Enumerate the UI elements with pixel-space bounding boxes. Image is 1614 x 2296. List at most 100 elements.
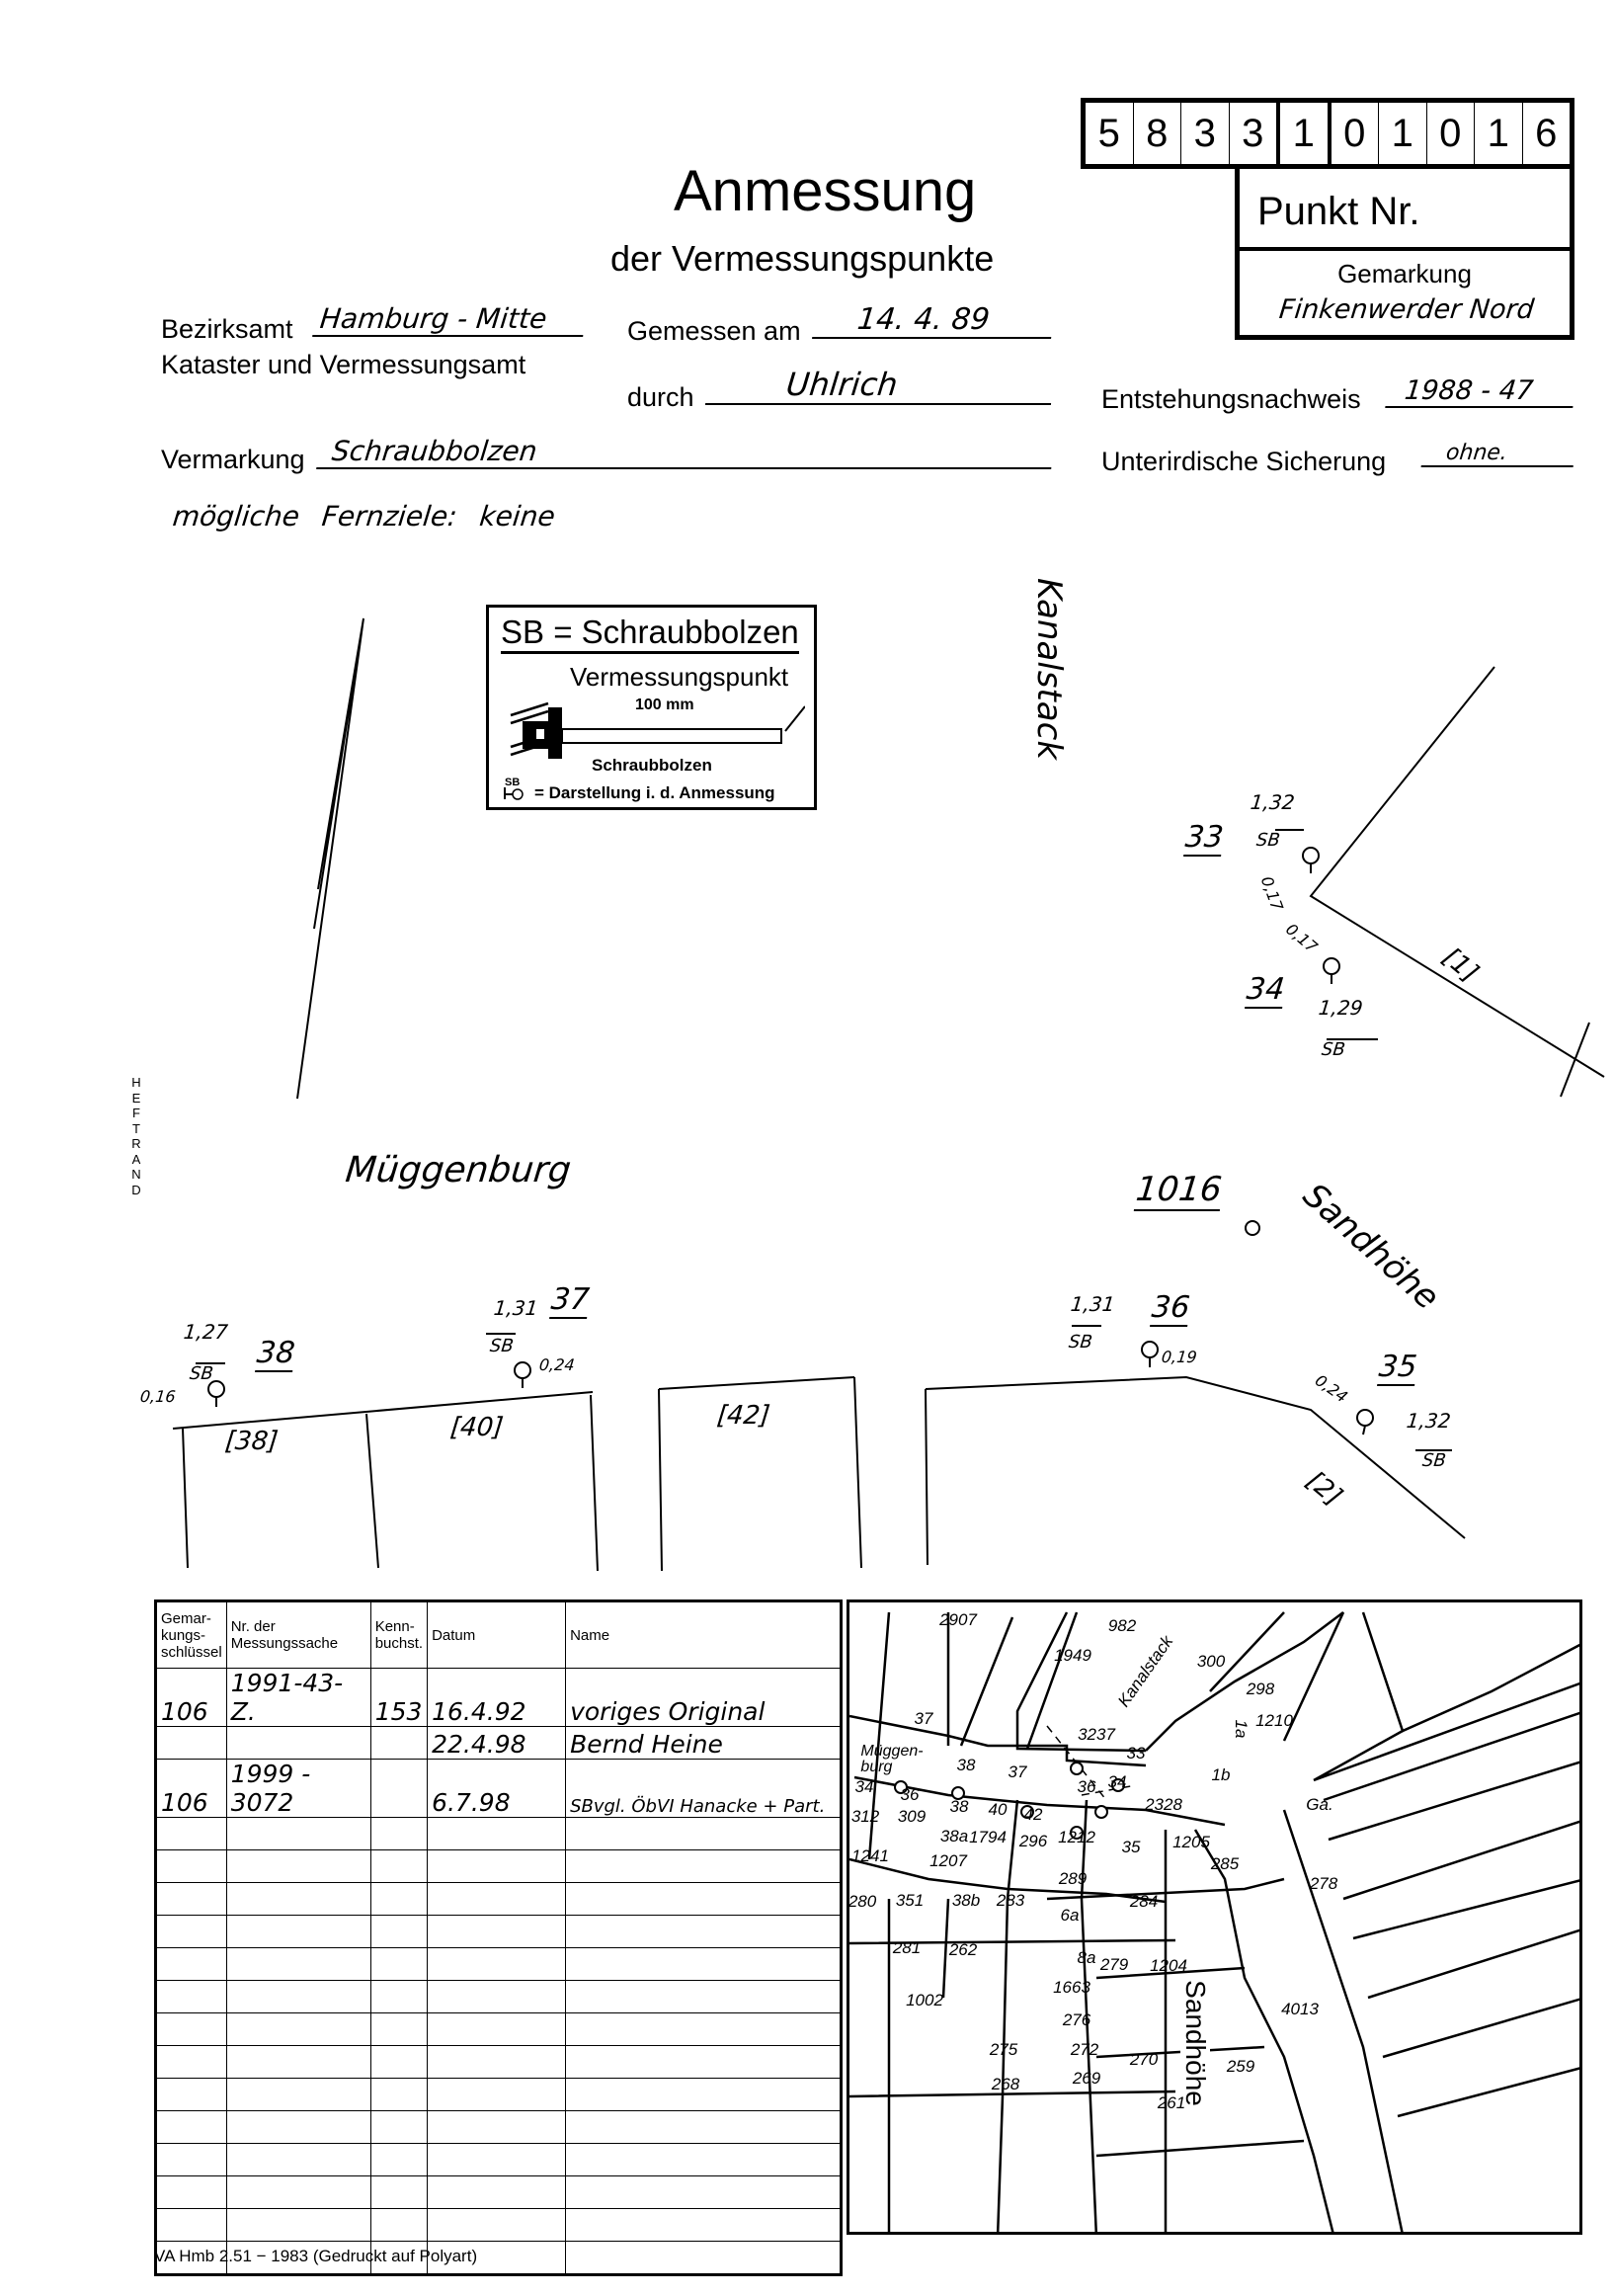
cell-name: Bernd Heine <box>565 1726 842 1760</box>
cell-empty <box>369 1817 429 1850</box>
map-label: 34 <box>854 1777 874 1796</box>
cell-empty <box>427 2143 567 2176</box>
center-point-number: 1016 <box>1133 1170 1224 1211</box>
cell-empty <box>369 2175 429 2209</box>
point-33-nr: 33 <box>1183 820 1226 857</box>
digit: 1 <box>1280 103 1332 164</box>
map-label: 982 <box>1107 1616 1137 1635</box>
digit: 8 <box>1134 103 1181 164</box>
map-label: 37 <box>914 1709 933 1728</box>
cell-empty <box>369 2143 429 2176</box>
cell-empty <box>225 2078 371 2111</box>
map-label: 309 <box>897 1807 927 1826</box>
durch-label: durch <box>627 382 694 412</box>
table-row-empty <box>155 1947 842 1981</box>
cell-empty <box>369 1915 429 1948</box>
cell-empty <box>427 2078 567 2111</box>
map-label: 268 <box>991 2075 1020 2093</box>
cell-empty <box>369 2208 429 2242</box>
point-34-nr: 34 <box>1245 972 1287 1009</box>
map-label: 1794 <box>969 1828 1007 1846</box>
legend-bolt-label: Schraubbolzen <box>592 756 712 775</box>
cell-empty <box>155 1817 227 1850</box>
cell-empty <box>369 1980 429 2013</box>
cell-empty <box>155 1947 227 1981</box>
gemarkung-label: Gemarkung <box>1337 259 1472 288</box>
map-label: 36 <box>900 1785 920 1804</box>
cell-empty <box>225 2208 371 2242</box>
cell-empty <box>225 1849 371 1883</box>
map-label: 278 <box>1309 1874 1338 1893</box>
cell-empty <box>369 2078 429 2111</box>
map-label: 1210 <box>1255 1711 1293 1730</box>
digit: 1 <box>1379 103 1427 164</box>
cell-schluessel <box>155 1726 227 1760</box>
cell-empty <box>155 2110 227 2144</box>
digit: 5 <box>1086 103 1134 164</box>
map-label: 272 <box>1070 2040 1099 2059</box>
map-label: 1204 <box>1150 1956 1187 1975</box>
col-name: Name <box>565 1600 842 1669</box>
map-label: 1205 <box>1172 1833 1210 1851</box>
map-label: 3237 <box>1078 1725 1115 1744</box>
map-label: 36 <box>1077 1777 1096 1796</box>
cell-empty <box>225 1817 371 1850</box>
map-label: 40 <box>988 1800 1008 1819</box>
cell-empty <box>225 2110 371 2144</box>
cell-empty <box>225 2143 371 2176</box>
map-label: 289 <box>1058 1869 1088 1888</box>
map-label: 8a <box>1077 1948 1096 1967</box>
cell-empty <box>369 2110 429 2144</box>
map-label: 1663 <box>1053 1978 1090 1997</box>
map-label: 6a <box>1060 1906 1080 1925</box>
map-label: 33 <box>1126 1744 1146 1763</box>
table-row-empty <box>155 2143 842 2176</box>
cell-empty <box>427 2175 567 2209</box>
map-label: 296 <box>1018 1832 1048 1850</box>
cell-empty <box>155 2208 227 2242</box>
point-37-height: 1,31 <box>492 1296 539 1320</box>
map-label: 1949 <box>1054 1646 1091 1665</box>
cell-empty <box>225 2012 371 2046</box>
point-info-box: Punkt Nr. Gemarkung Finkenwerder Nord <box>1235 164 1574 340</box>
map-lines <box>849 1611 1579 2232</box>
cell-empty <box>565 2012 842 2046</box>
digit: 3 <box>1230 103 1280 164</box>
cell-datum: 6.7.98 <box>427 1759 567 1818</box>
map-label: 34 <box>1107 1772 1127 1791</box>
bolt-diagram-icon <box>510 701 805 759</box>
map-label: Sandhöhe <box>1180 1980 1211 2106</box>
map-label: 259 <box>1226 2057 1255 2076</box>
point-38-type: SB <box>188 1363 214 1384</box>
point-36-offset: 0,19 <box>1161 1348 1198 1366</box>
cell-empty <box>565 1817 842 1850</box>
point-33-type: SB <box>1254 830 1281 851</box>
cell-empty <box>565 1947 842 1981</box>
cell-empty <box>565 2045 842 2079</box>
map-label: 269 <box>1072 2069 1101 2088</box>
table-row-empty <box>155 1980 842 2013</box>
point-33-height: 1,32 <box>1249 790 1296 814</box>
map-label: 1207 <box>929 1851 967 1870</box>
page-subtitle: der Vermessungspunkte <box>610 238 995 279</box>
cell-empty <box>369 2241 429 2275</box>
building-label: [38] <box>223 1427 280 1456</box>
map-label: Müggen- burg <box>860 1743 924 1775</box>
cell-empty <box>427 1817 567 1850</box>
table-row-empty <box>155 2208 842 2242</box>
survey-sketch <box>172 617 1605 1572</box>
cell-empty <box>155 1915 227 1948</box>
cell-kennbuchst <box>369 1759 429 1818</box>
map-label: 262 <box>948 1940 978 1959</box>
kataster-label: Kataster und Vermessungsamt <box>161 350 526 379</box>
point-36-type: SB <box>1067 1332 1093 1353</box>
cell-empty <box>565 1980 842 2013</box>
point-36-nr: 36 <box>1150 1290 1192 1327</box>
digit: 0 <box>1332 103 1379 164</box>
legend-length: 100 mm <box>635 697 694 713</box>
map-label: 1241 <box>851 1846 889 1865</box>
cell-empty <box>427 2208 567 2242</box>
point-36-height: 1,31 <box>1069 1292 1116 1316</box>
